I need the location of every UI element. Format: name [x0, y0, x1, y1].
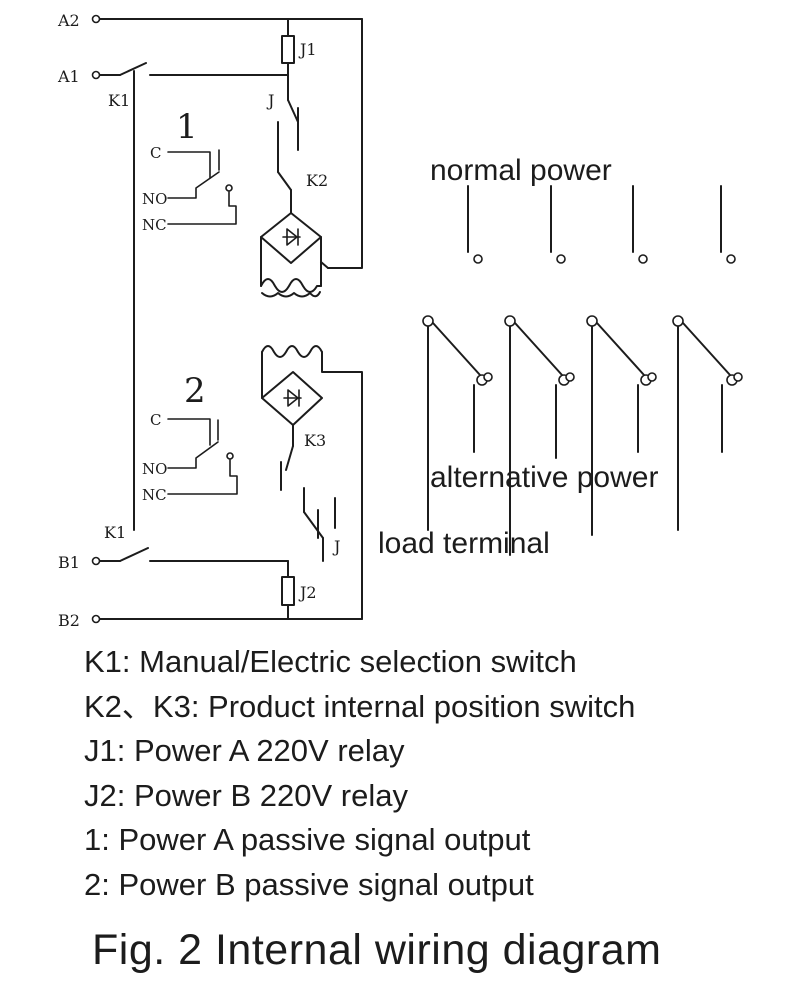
legend-item-output-2: 2: Power B passive signal output [84, 866, 534, 902]
bridge-rectifier-upper [260, 212, 329, 287]
label-j-top: J [266, 91, 274, 110]
signal-output-2-no-label: NO [142, 460, 167, 478]
label-normal-power: normal power [430, 154, 612, 187]
legend-item-k2-k3: K2、K3: Product internal position switch [84, 688, 636, 724]
label-a2: A2 [57, 11, 80, 30]
signal-output-1-number: 1 [176, 107, 198, 147]
switch-k1-bottom [119, 547, 289, 562]
label-k3: K3 [304, 431, 326, 450]
signal-output-2-nc-label: NC [142, 486, 167, 504]
signal-output-1-nc-label: NC [142, 216, 167, 234]
terminal-a1 [91, 70, 121, 80]
signal-output-1-contact [167, 149, 237, 225]
switch-k3 [280, 424, 294, 491]
signal-output-1-c-label: C [150, 144, 161, 162]
figure-caption: Fig. 2 Internal wiring diagram [92, 926, 662, 974]
signal-output-2-number: 2 [184, 371, 206, 411]
legend-item-k1: K1: Manual/Electric selection switch [84, 644, 577, 679]
label-j2: J2 [298, 583, 317, 602]
label-k1-bottom: K1 [104, 523, 126, 542]
wiring-diagram: A2 A1 B1 B2 K1 K1 J1 J [57, 11, 743, 630]
bridge-rectifier-lower [261, 371, 323, 426]
coil-lower [261, 345, 325, 399]
switch-k2 [277, 149, 292, 214]
label-j-bottom: J [332, 537, 340, 556]
label-k2: K2 [306, 171, 328, 190]
signal-output-1-no-label: NO [142, 190, 167, 208]
terminal-b1 [91, 556, 121, 566]
legend-item-j1: J1: Power A 220V relay [84, 733, 405, 768]
legend: K1: Manual/Electric selection switch K2、… [84, 640, 635, 907]
relay-j1 [281, 18, 295, 101]
legend-item-j2: J2: Power B 220V relay [84, 777, 408, 813]
normal-power-contacts [467, 185, 736, 264]
label-b1: B1 [58, 553, 80, 572]
contact-j-top [277, 99, 299, 151]
rail-a2-right [327, 18, 363, 269]
switch-k1-top [119, 62, 289, 531]
rail-b2-right [323, 371, 363, 620]
contact-j-bottom [303, 487, 336, 562]
relay-j2 [281, 560, 295, 620]
coil-upper [260, 278, 322, 298]
label-a1: A1 [57, 67, 80, 86]
label-b2: B2 [58, 611, 80, 630]
load-terminal-blades [422, 315, 743, 556]
terminal-b2 [91, 614, 363, 624]
label-alternative-power: alternative power [430, 461, 658, 494]
alternative-power-contacts [473, 384, 723, 459]
label-load-terminal: load terminal [378, 527, 550, 560]
label-j1: J1 [298, 40, 317, 59]
signal-output-2-c-label: C [150, 411, 161, 429]
legend-item-output-1: 1: Power A passive signal output [84, 822, 531, 857]
terminal-a2 [91, 14, 363, 24]
signal-output-2-contact [167, 418, 238, 495]
label-k1-top: K1 [108, 91, 130, 110]
